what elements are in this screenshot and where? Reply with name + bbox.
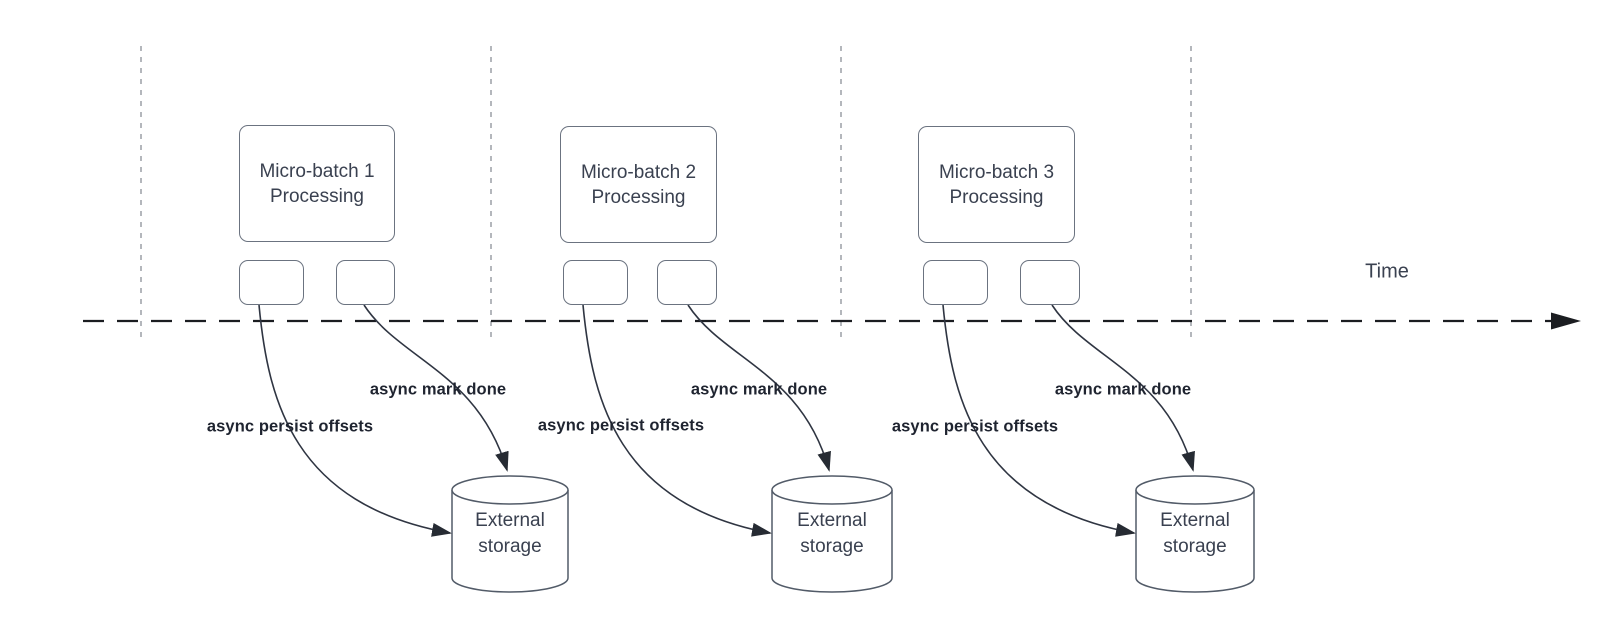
micro-batch-3-title-line2: Processing [949, 186, 1044, 208]
micro-batch-2-title-line1: Micro-batch 2 [580, 161, 697, 183]
cylinder-body [451, 490, 569, 593]
mark-done-arrow-3 [1051, 304, 1195, 472]
external-storage-cylinder-1 [451, 475, 569, 593]
micro-batch-1-title: Micro-batch 1 Processing [259, 159, 374, 209]
external-storage-cylinder-2 [771, 475, 893, 593]
persist-offsets-arrow-1 [258, 304, 452, 537]
micro-batch-3-box: Micro-batch 3 Processing [918, 126, 1075, 243]
persist-offsets-label-3: async persist offsets [891, 417, 1059, 436]
micro-batch-3-title-line1: Micro-batch 3 [938, 161, 1055, 183]
micro-batch-1-title-line1: Micro-batch 1 [259, 160, 375, 182]
external-storage-label-3-line2: storage [1163, 536, 1227, 557]
cylinder-body [1135, 490, 1255, 593]
mark-done-label-3: async mark done [1054, 380, 1192, 399]
external-storage-label-1-line1: External [475, 510, 545, 531]
external-storage-label-2-line1: External [797, 510, 867, 531]
offset-task-box-3 [923, 260, 988, 305]
persist-offsets-arrow-3 [942, 304, 1136, 537]
time-axis-label: Time [1365, 260, 1409, 283]
commit-task-box-1 [336, 260, 395, 305]
offset-task-box-2 [563, 260, 628, 305]
external-storage-label-1: External storage [475, 508, 545, 560]
cylinder-top [771, 475, 893, 505]
external-storage-cylinder-3 [1135, 475, 1255, 593]
mark-done-label-2: async mark done [690, 380, 828, 399]
mark-done-label-1: async mark done [369, 380, 507, 399]
micro-batch-2-title: Micro-batch 2 Processing [581, 160, 696, 210]
time-axis-arrowhead-icon [1551, 312, 1581, 330]
mark-done-arrow-1 [363, 304, 509, 472]
persist-offsets-label-1: async persist offsets [206, 417, 374, 436]
cylinder-body [771, 490, 893, 593]
external-storage-label-3-line1: External [1160, 510, 1230, 531]
external-storage-label-3: External storage [1160, 508, 1230, 560]
micro-batch-2-title-line2: Processing [591, 186, 686, 208]
cylinder-top [1135, 475, 1255, 505]
micro-batch-1-box: Micro-batch 1 Processing [239, 125, 395, 242]
micro-batch-3-title: Micro-batch 3 Processing [939, 160, 1054, 210]
persist-offsets-label-2: async persist offsets [537, 416, 705, 435]
offset-task-box-1 [239, 260, 304, 305]
cylinder-top [451, 475, 569, 505]
external-storage-label-2-line2: storage [800, 536, 864, 557]
persist-offsets-arrow-2 [582, 304, 772, 537]
external-storage-label-2: External storage [797, 508, 867, 560]
micro-batch-2-box: Micro-batch 2 Processing [560, 126, 717, 243]
micro-batch-1-title-line2: Processing [269, 185, 364, 207]
commit-task-box-3 [1020, 260, 1080, 305]
external-storage-label-1-line2: storage [478, 536, 542, 557]
commit-task-box-2 [657, 260, 717, 305]
mark-done-arrow-2 [687, 304, 831, 472]
